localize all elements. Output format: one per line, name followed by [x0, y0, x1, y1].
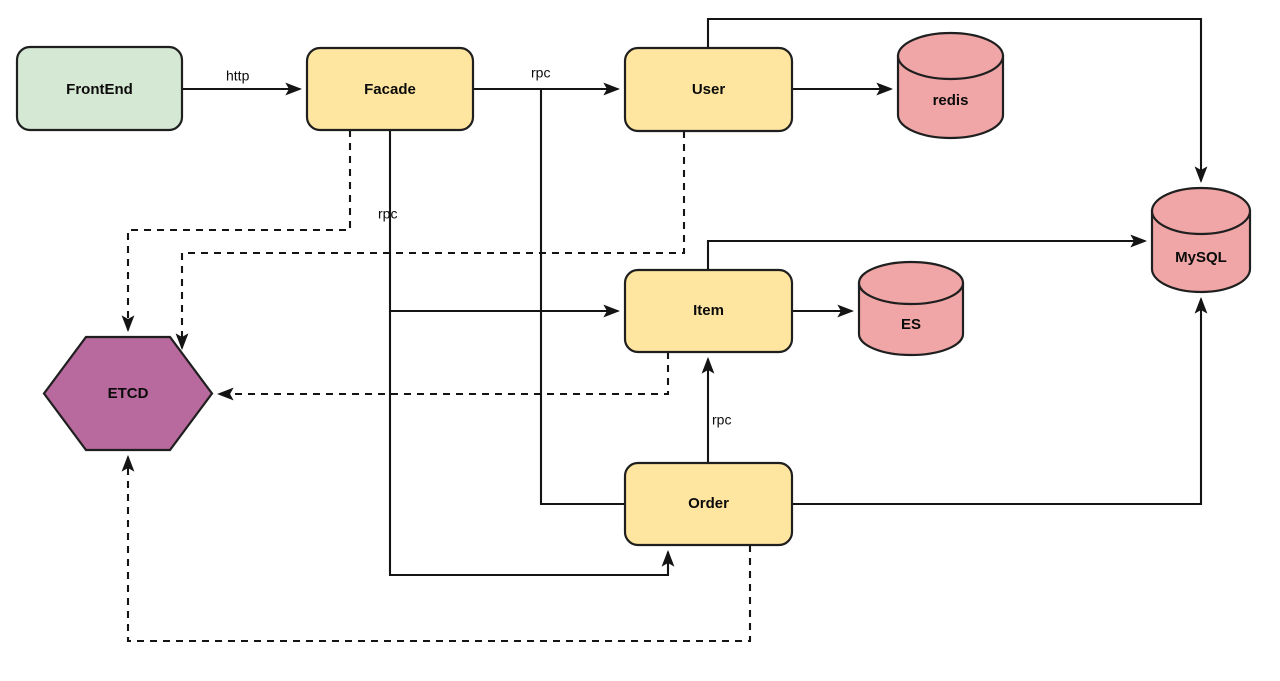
edge-user-to-etcd — [175, 131, 686, 351]
edge-facade-to-item — [388, 130, 621, 318]
facade-shape — [305, 46, 475, 132]
edge-user-to-mysql — [706, 17, 1208, 184]
mysql-top — [1150, 186, 1252, 236]
node-facade[interactable]: Facade — [305, 46, 475, 132]
edge-facade-to-etcd — [121, 130, 352, 333]
edge-order-to-etcd — [121, 454, 752, 643]
node-etcd[interactable]: ETCD — [42, 335, 214, 452]
item-shape — [623, 268, 794, 354]
edge-label-rpc-order-item: rpc — [712, 412, 731, 428]
node-user[interactable]: User — [623, 46, 794, 133]
user-shape — [623, 46, 794, 133]
frontend-shape — [15, 45, 184, 132]
node-frontend[interactable]: FrontEnd — [15, 45, 184, 132]
node-item[interactable]: Item — [623, 268, 794, 354]
edge-label-rpc-facade-item: rpc — [378, 206, 397, 222]
node-order[interactable]: Order — [623, 461, 794, 547]
node-redis[interactable]: redis — [896, 31, 1005, 140]
edge-item-to-mysql — [706, 234, 1148, 270]
etcd-shape — [42, 335, 214, 452]
order-shape — [623, 461, 794, 547]
edge-item-to-etcd — [216, 352, 670, 401]
node-mysql[interactable]: MySQL — [1150, 186, 1252, 294]
edge-label-rpc-facade-user: rpc — [531, 65, 550, 81]
edge-facade-to-order-bottom — [388, 311, 675, 577]
edge-order-to-mysql — [792, 296, 1208, 506]
edge-facade-to-order — [539, 89, 625, 506]
es-top — [857, 260, 965, 306]
edge-label-http: http — [226, 68, 250, 84]
redis-top — [896, 31, 1005, 81]
node-es[interactable]: ES — [857, 260, 965, 357]
